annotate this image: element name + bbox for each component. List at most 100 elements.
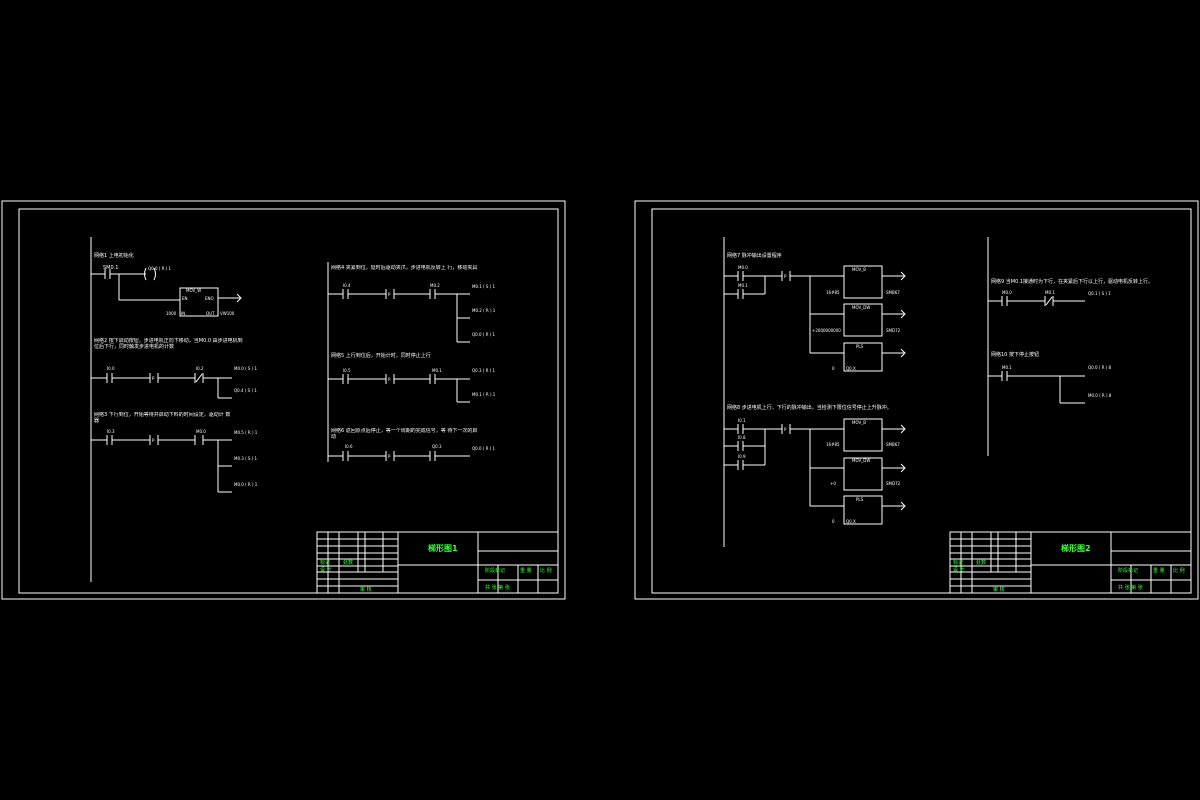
tb-label: 设 计 — [320, 566, 332, 573]
box-out-val: SMD72 — [886, 328, 901, 333]
box-out: OUT — [206, 311, 215, 316]
network-4-label: 网络4 夹紧到位，延时后驱动夹爪，步进电机反转上 行，移动夹具 — [331, 265, 478, 271]
coil-label: M0.0 ( S ) 1 — [234, 366, 258, 371]
tb-label: 阶段标记 — [485, 567, 505, 574]
sheet-1-title-block — [316, 531, 559, 594]
contact-label: I0.3 — [107, 429, 115, 434]
box-in-val: 0 — [832, 519, 835, 524]
box-name: MOV_DW — [852, 458, 870, 463]
contact-label: SM0.1 — [103, 265, 118, 271]
network-5-rung — [328, 374, 470, 403]
p-contact: P — [388, 292, 391, 297]
network-1-label: 网络1 上电初始化 — [94, 252, 134, 259]
tb-label: 比 例 — [1173, 567, 1185, 574]
p-contact: P — [388, 377, 391, 382]
contact-label: I0.0 — [107, 366, 115, 371]
network-8-rung — [724, 418, 906, 525]
network-8-label: 网络8 步进电机上行，下行的脉冲输出，当检测下限位信号停止上升脉冲。 — [727, 404, 892, 411]
box-out-val: Q0.X — [846, 366, 856, 371]
contact-label: M0.0 — [738, 265, 748, 270]
box-out-val: SMB67 — [886, 290, 900, 295]
contact-label: I0.4 — [343, 283, 351, 288]
sheet-1-title: 梯形图1 — [428, 543, 458, 553]
network-6-label: 网络6 返回原点后停止，等一个周期的完成信号，等 待下一次的启动 — [331, 428, 478, 440]
network-9-label: 网络9 当M0.1接通时为下行，在夹紧后下行以上行，驱动电机反转上行。 — [991, 278, 1153, 285]
box-name: MOV_B — [852, 420, 866, 425]
box-out-val: Q0.X — [846, 519, 856, 524]
network-4-label-wrap: 网络4 夹紧到位，延时后驱动夹爪，步进电机反转上 行，移动夹具 — [331, 265, 478, 271]
contact-label: Q0.3 — [432, 444, 442, 449]
box-mov-b — [843, 265, 883, 299]
box-in-val: 0 — [832, 366, 835, 371]
contact-label: M0.2 — [430, 283, 440, 288]
contact-label: I0.8 — [738, 435, 746, 440]
network-5-label: 网络5 上行到位后，开始计时，同时停止上行 — [331, 352, 431, 359]
network-10-label: 网络10 按下停止按钮 — [991, 351, 1039, 358]
network-10-rung — [988, 371, 1085, 404]
tb-label: 共 张 第 张 — [1118, 584, 1143, 591]
p-contact: P — [388, 454, 391, 459]
network-1-rung — [91, 267, 242, 317]
p-contact: P — [152, 376, 155, 381]
network-3-rung — [91, 435, 232, 493]
tb-label: 处数 — [343, 559, 353, 566]
tb-label: 阶段标记 — [1118, 567, 1138, 574]
tb-label: 标记 — [953, 559, 963, 566]
tb-label: 共 张 第 张 — [485, 584, 510, 591]
p-contact: P — [152, 438, 155, 443]
box-mov-dw — [843, 303, 883, 337]
tb-label: 设 计 — [953, 566, 965, 573]
contact-label: M0.1 — [432, 368, 442, 373]
sheet-2-inner-border — [651, 208, 1192, 594]
box-out-val: SMD72 — [886, 481, 901, 486]
sheet-2-outer-border — [634, 200, 1199, 600]
network-7-rung — [723, 265, 906, 372]
coil-label: M0.1 ( R ) 1 — [472, 392, 496, 397]
network-2-label-wrap: 网络2 按下启动按钮，步进电机正向下移动，当M0.0 由步进电机到位后下行，同时… — [94, 338, 243, 350]
network-3-label: 网络3 下行到位，开始等待并启动下料的时间设定，驱动计 数器 — [94, 412, 231, 424]
contact-label: M0.0 — [196, 429, 206, 434]
contact-label: M0.1 — [738, 283, 748, 288]
coil-label: Q0.3 ( R ) 1 — [472, 368, 495, 373]
sheet-2: 网络7 脉冲输出设置程序 M0.0 M0.1 P MOV_B 16#85 — [634, 200, 1199, 600]
tb-label: 比 例 — [540, 567, 552, 574]
coil-label: M0.1 ( S ) 1 — [472, 284, 496, 289]
network-2-label: 网络2 按下启动按钮，步进电机正向下移动，当M0.0 由步进电机到位后下行，同时… — [94, 338, 243, 350]
box-in-val: 16#85 — [826, 442, 840, 447]
box-name: MOV_DW — [852, 305, 870, 310]
sheet-2-title: 梯形图2 — [1061, 543, 1091, 553]
network-7-label: 网络7 脉冲输出设置程序 — [727, 252, 782, 259]
coil-label: Q0.4 ( S ) 1 — [234, 388, 257, 393]
coil-label: Q0.0 ( R ) 1 — [148, 266, 171, 271]
sheet-1: 网络1 上电初始化 SM0.1 Q0.0 ( R ) 1 MOV_W EN EN… — [1, 200, 566, 600]
contact-label: I0.1 — [738, 418, 746, 423]
coil-label: M0.5 ( R ) 1 — [234, 430, 258, 435]
coil-label: Q0.0 ( R ) 8 — [1088, 365, 1111, 370]
box-name: MOV_W — [186, 288, 201, 293]
box-eno: ENO — [205, 296, 214, 301]
box-in-val: 1000 — [166, 311, 177, 316]
tb-label: 审 核 — [993, 586, 1005, 593]
contact-label: M0.0 — [1002, 290, 1012, 295]
coil-label: M0.2 ( R ) 1 — [472, 308, 496, 313]
network-6-rung — [328, 451, 470, 461]
box-pls — [843, 342, 883, 372]
network-2-rung — [91, 373, 232, 399]
box-name: PLS — [856, 344, 864, 349]
box-in-val: 16#85 — [826, 290, 840, 295]
mov-box-sheet1 — [179, 287, 219, 317]
tb-label: 处数 — [976, 559, 986, 566]
box-en: EN — [182, 296, 188, 301]
contact-label: I0.5 — [343, 368, 351, 373]
contact-label: I0.2 — [196, 366, 204, 371]
coil-label: M0.0 ( R ) 1 — [234, 482, 258, 487]
contact-label: I0.6 — [345, 444, 353, 449]
box-in: IN — [181, 311, 185, 316]
coil-label: M0.3 ( S ) 1 — [234, 456, 258, 461]
sheet-1-outer-border — [1, 200, 566, 600]
box-out-val: SMB67 — [886, 442, 900, 447]
sheet-1-inner-border — [18, 208, 559, 594]
coil-label: M0.0 ( R ) 8 — [1088, 393, 1112, 398]
network-9-rung — [988, 296, 1085, 306]
